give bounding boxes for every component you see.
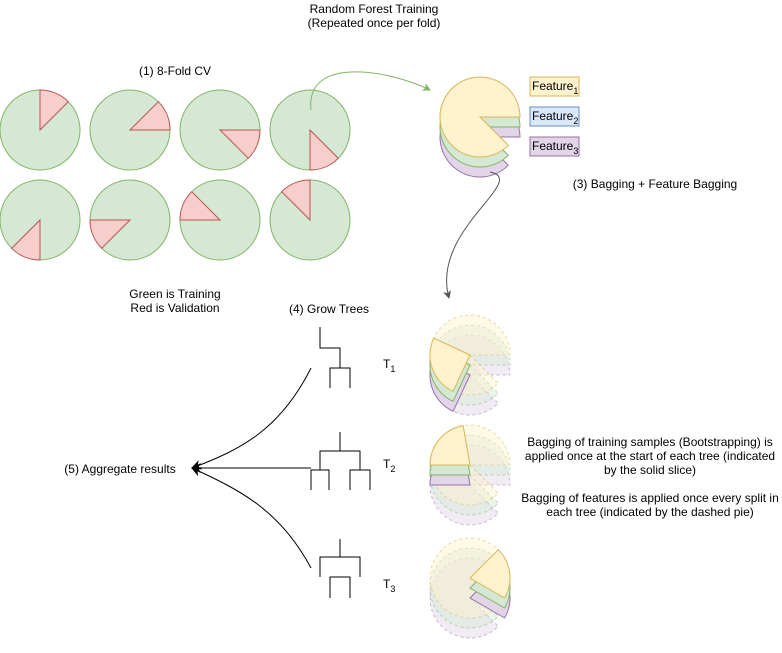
cv-fold-pie-7 <box>179 179 261 261</box>
validation-slice <box>218 129 261 160</box>
feature-3-name: Feature <box>532 139 574 153</box>
validation-slice <box>89 219 132 250</box>
cv-fold-pie-1 <box>0 89 81 171</box>
cv-fold-pie-3 <box>179 89 261 171</box>
note-bootstrap-line-3: by the solid slice) <box>604 463 696 477</box>
tree-2-icon <box>310 432 371 490</box>
tree-1-icon <box>319 327 351 388</box>
feature-3-sub: 3 <box>573 146 578 156</box>
cv-fold-pies <box>0 89 351 261</box>
tree-2-pie <box>429 424 511 526</box>
cv-fold-pie-6 <box>89 179 171 261</box>
solid-slice-feature-1 <box>429 425 471 466</box>
cv-fold-pie-2 <box>89 89 171 171</box>
validation-slice <box>10 218 41 261</box>
note-feature-bagging-line-1: Bagging of features is applied once ever… <box>521 491 779 505</box>
feature-1-sub: 1 <box>573 86 578 96</box>
feature-1-legend: Feature1 <box>529 76 580 97</box>
feature-stack-pie <box>439 76 521 178</box>
feature-1-name: Feature <box>532 79 574 93</box>
aggregate-label: (5) Aggregate results <box>64 462 175 476</box>
tree-1-label: T1 <box>383 357 395 374</box>
tree-3-label: T3 <box>383 577 395 594</box>
solid-slice-feature-1 <box>429 337 471 392</box>
feature-2-sub: 2 <box>573 116 578 126</box>
cv-fold-pie-4 <box>269 89 351 171</box>
bagging-to-trees-arrow <box>443 171 500 299</box>
cv-legend-training: Green is Training <box>129 287 220 301</box>
validation-slice <box>309 128 340 171</box>
cv-label: (1) 8-Fold CV <box>139 64 211 78</box>
tree-feature-pies <box>429 314 511 639</box>
svg-text:Feature3: Feature3 <box>532 139 578 156</box>
feature-3-legend: Feature3 <box>529 136 580 157</box>
validation-slice <box>39 89 70 132</box>
title-line-2: (Repeated once per fold) <box>308 16 441 30</box>
cv-fold-pie-5 <box>0 179 81 261</box>
note-feature-bagging-line-2: each tree (indicated by the dashed pie) <box>546 505 753 519</box>
grow-trees-label: (4) Grow Trees <box>289 302 369 316</box>
title-line-1: Random Forest Training <box>310 2 439 16</box>
solid-slice-feature-1 <box>469 548 511 599</box>
feature-2-name: Feature <box>532 109 574 123</box>
svg-text:Feature1: Feature1 <box>532 79 578 96</box>
validation-slice <box>128 100 171 131</box>
note-bootstrap-line-1: Bagging of training samples (Bootstrappi… <box>527 435 772 449</box>
feature-1-layer <box>439 76 521 158</box>
svg-text:Feature2: Feature2 <box>532 109 578 126</box>
validation-slice <box>280 179 311 222</box>
tree-2-label: T2 <box>383 457 395 474</box>
tree-1-pie <box>429 314 511 416</box>
tree-3-pie <box>429 537 511 639</box>
tree-3-aggregate-arrow <box>191 467 312 569</box>
feature-2-legend: Feature2 <box>529 106 580 127</box>
validation-slice <box>179 190 222 221</box>
tree-1-aggregate-arrow <box>191 367 312 470</box>
note-bootstrap-line-2: applied once at the start of each tree (… <box>525 449 775 463</box>
cv-to-bagging-arrow <box>310 71 431 111</box>
bagging-label: (3) Bagging + Feature Bagging <box>573 177 737 191</box>
cv-legend-validation: Red is Validation <box>130 301 219 315</box>
cv-fold-pie-8 <box>269 179 351 261</box>
tree-3-icon <box>319 539 361 598</box>
